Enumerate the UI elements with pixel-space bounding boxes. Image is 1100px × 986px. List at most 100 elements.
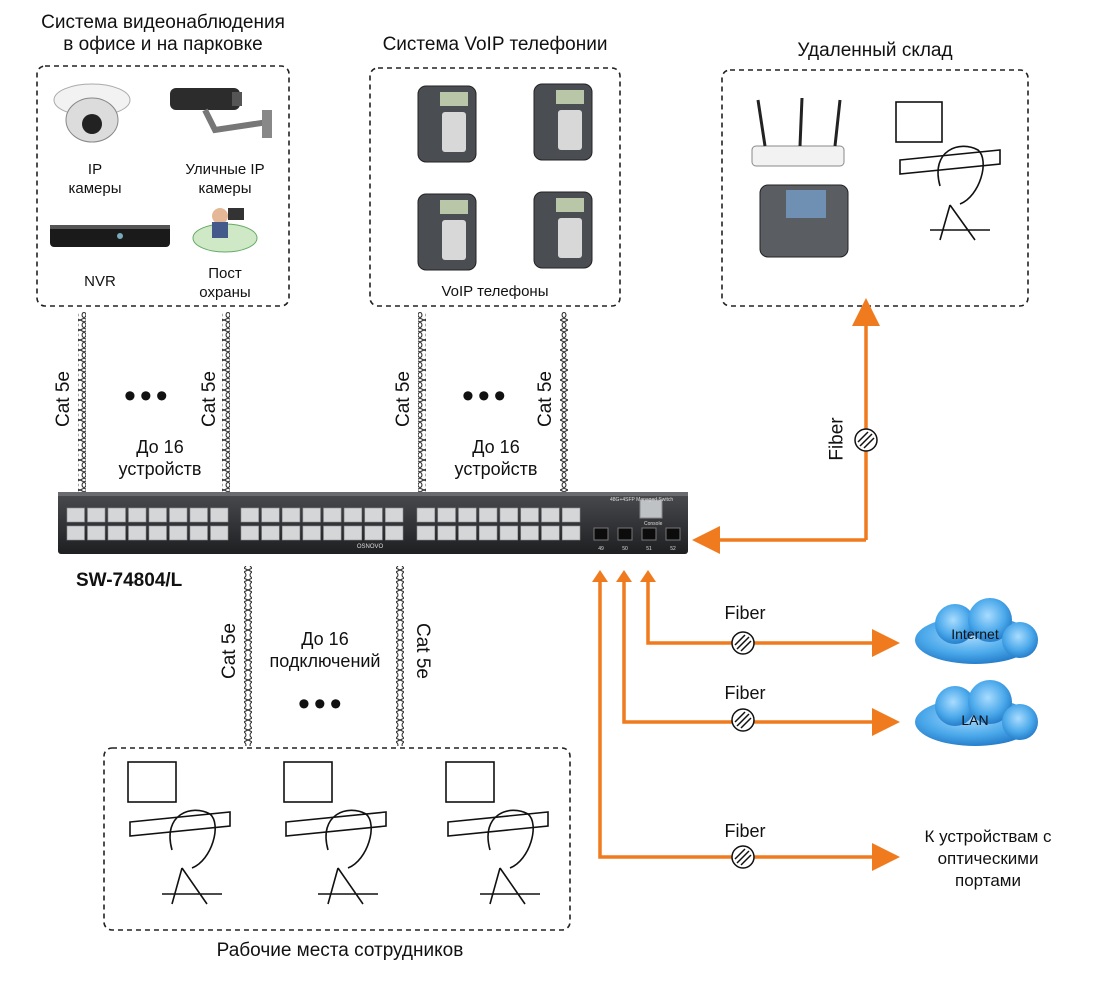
fiber-connector-icon bbox=[731, 428, 878, 869]
fiber-label: Fiber bbox=[724, 683, 766, 703]
cat5e-cable-work-1 bbox=[244, 566, 252, 746]
ellipsis-dots: ••• bbox=[462, 377, 510, 415]
street-cameras-label: Уличные IP камеры bbox=[185, 161, 265, 197]
rj45-port bbox=[323, 525, 342, 541]
switch-panel-title: 48G+4SFP Managed Switch bbox=[610, 497, 673, 503]
cat5e-cable-cctv-1 bbox=[78, 312, 86, 494]
rj45-port bbox=[240, 525, 259, 541]
cat5e-label: Cat 5e bbox=[198, 371, 220, 427]
ip-cameras-label: IP камеры bbox=[68, 161, 122, 197]
rj45-port bbox=[364, 507, 383, 523]
cat5e-cable-cctv-2 bbox=[222, 312, 230, 494]
ip-camera-icon bbox=[53, 83, 131, 143]
workstation-icon bbox=[127, 101, 1001, 905]
ip-phone-icon bbox=[759, 184, 849, 258]
rj45-port bbox=[240, 507, 259, 523]
lan-label: LAN bbox=[961, 712, 989, 728]
fiber-label: Fiber bbox=[826, 417, 848, 461]
cat5e-cable-work-2 bbox=[396, 566, 404, 746]
cctv-group-title: Система видеонаблюдения в офисе и на пар… bbox=[41, 12, 285, 55]
internet-cloud-icon bbox=[915, 598, 1038, 664]
rj45-port bbox=[169, 507, 188, 523]
fiber-line-optical bbox=[598, 578, 900, 871]
sfp-port-label: 49 bbox=[598, 546, 604, 552]
fiber-line-internet bbox=[646, 578, 900, 657]
sfp-port-label: 50 bbox=[622, 546, 628, 552]
rj45-port bbox=[261, 525, 280, 541]
cat5e-cable-voip-2 bbox=[560, 312, 568, 494]
rj45-port bbox=[343, 507, 363, 523]
workstations-group-title: Рабочие места сотрудников bbox=[216, 940, 464, 961]
rj45-port bbox=[323, 507, 342, 523]
voip-group-box bbox=[369, 67, 621, 307]
nvr-icon bbox=[50, 225, 170, 247]
rj45-port bbox=[499, 507, 519, 523]
rj45-port bbox=[416, 507, 436, 523]
street-camera-icon bbox=[170, 88, 272, 138]
rj45-port bbox=[561, 525, 581, 541]
rj45-port bbox=[66, 525, 85, 541]
rj45-port bbox=[343, 525, 363, 541]
rj45-port bbox=[210, 507, 229, 523]
rj45-port bbox=[87, 507, 106, 523]
sfp-port-label: 52 bbox=[670, 546, 676, 552]
up-to-16-connections-label: До 16 подключений bbox=[269, 629, 381, 671]
guard-post-icon bbox=[192, 208, 258, 253]
rj45-port bbox=[281, 507, 301, 523]
rj45-port bbox=[541, 525, 560, 541]
rj45-port bbox=[66, 507, 85, 523]
rj45-port bbox=[302, 525, 321, 541]
rj45-port bbox=[261, 507, 280, 523]
nvr-label: NVR bbox=[84, 273, 116, 290]
voip-phones-label: VoIP телефоны bbox=[441, 283, 549, 300]
rj45-port bbox=[128, 525, 147, 541]
rj45-port bbox=[520, 507, 539, 523]
lan-cloud-icon bbox=[915, 680, 1038, 746]
cctv-group-box bbox=[36, 65, 290, 307]
switch-console-label: Console bbox=[644, 521, 663, 527]
rj45-port bbox=[87, 525, 106, 541]
fiber-label: Fiber bbox=[724, 603, 766, 623]
cat5e-cable-voip-1 bbox=[418, 312, 426, 494]
rj45-port bbox=[107, 525, 126, 541]
rj45-port bbox=[541, 507, 560, 523]
optical-devices-label: К устройствам с оптическими портами bbox=[924, 827, 1052, 890]
rj45-port bbox=[458, 507, 477, 523]
router-icon bbox=[751, 97, 845, 167]
rj45-port bbox=[499, 525, 519, 541]
switch-device bbox=[58, 492, 688, 554]
voip-group-title: Система VoIP телефонии bbox=[382, 34, 608, 55]
ellipsis-dots: ••• bbox=[298, 685, 346, 723]
cat5e-label: Cat 5e bbox=[218, 623, 240, 679]
fiber-line-lan bbox=[622, 578, 900, 736]
guard-post-label: Пост охраны bbox=[199, 265, 251, 301]
cat5e-label: Cat 5e bbox=[52, 371, 74, 427]
rj45-port bbox=[107, 507, 126, 523]
rj45-port bbox=[520, 525, 539, 541]
rj45-port bbox=[364, 525, 383, 541]
switch-model-label: SW-74804/L bbox=[76, 570, 183, 591]
rj45-port bbox=[210, 525, 229, 541]
rj45-port bbox=[189, 507, 208, 523]
rj45-port bbox=[148, 507, 167, 523]
rj45-port bbox=[385, 507, 404, 523]
fiber-label: Fiber bbox=[724, 821, 766, 841]
cat5e-label: Cat 5e bbox=[411, 623, 433, 679]
sfp-port-label: 51 bbox=[646, 546, 652, 552]
rj45-port bbox=[385, 525, 404, 541]
ellipsis-dots: ••• bbox=[124, 377, 172, 415]
rj45-port bbox=[437, 507, 456, 523]
rj45-port bbox=[302, 507, 321, 523]
rj45-port bbox=[416, 525, 436, 541]
rj45-port bbox=[189, 525, 208, 541]
rj45-port bbox=[128, 507, 147, 523]
rj45-port bbox=[561, 507, 581, 523]
workstations-group-box bbox=[103, 747, 571, 931]
warehouse-group-title: Удаленный склад bbox=[797, 40, 953, 61]
rj45-port bbox=[458, 525, 477, 541]
rj45-port bbox=[478, 525, 498, 541]
internet-label: Internet bbox=[951, 626, 999, 642]
rj45-port bbox=[437, 525, 456, 541]
switch-brand: OSNOVO bbox=[357, 544, 384, 550]
